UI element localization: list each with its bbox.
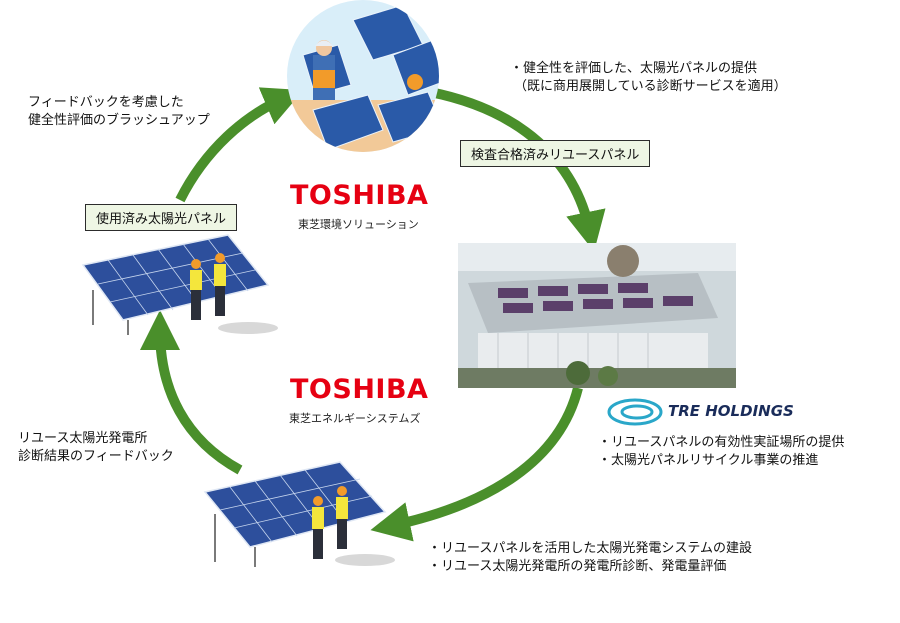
top-left-line2: 健全性評価のブラッシュアップ bbox=[28, 113, 210, 128]
top-right-text: ・健全性を評価した、太陽光パネルの提供 （既に商用展開している診断サービスを適用… bbox=[510, 60, 787, 96]
tre-line1: ・リユースパネルの有効性実証場所の提供 bbox=[598, 435, 845, 450]
toshiba-logo-energy: TOSHIBA bbox=[290, 374, 429, 405]
arrow-bottom-left bbox=[140, 310, 243, 475]
arrow-top-left bbox=[175, 87, 304, 203]
bottom-line1: ・リユースパネルを活用した太陽光発電システムの建設 bbox=[428, 541, 752, 556]
top-right-line2: （既に商用展開している診断サービスを適用） bbox=[514, 79, 787, 94]
left-mid-line2: 診断結果のフィードバック bbox=[18, 449, 174, 464]
used-panel-label: 使用済み太陽光パネル bbox=[85, 204, 238, 231]
reuse-plant-illustration bbox=[203, 461, 395, 567]
tre-swirl-icon bbox=[607, 398, 663, 426]
tre-text: ・リユースパネルの有効性実証場所の提供 ・太陽光パネルリサイクル事業の推進 bbox=[598, 434, 844, 470]
left-mid-text: リユース太陽光発電所 診断結果のフィードバック bbox=[18, 430, 174, 466]
top-left-line1: フィードバックを考慮した bbox=[28, 95, 184, 110]
top-right-line1: ・健全性を評価した、太陽光パネルの提供 bbox=[510, 61, 758, 76]
top-left-text: フィードバックを考慮した 健全性評価のブラッシュアップ bbox=[28, 94, 210, 130]
worker-panels-illustration bbox=[287, 0, 439, 152]
tre-line2: ・太陽光パネルリサイクル事業の推進 bbox=[598, 453, 819, 468]
left-mid-line1: リユース太陽光発電所 bbox=[18, 431, 148, 446]
arrow-bottom-right bbox=[370, 386, 583, 542]
toshiba-energy-subtitle: 東芝エネルギーシステムズ bbox=[289, 412, 421, 425]
bottom-text: ・リユースパネルを活用した太陽光発電システムの建設 ・リユース太陽光発電所の発電… bbox=[428, 540, 752, 576]
tre-holdings-logo: TRE HOLDINGS bbox=[668, 402, 794, 420]
reuse-panel-label: 検査合格済みリユースパネル bbox=[460, 140, 651, 167]
used-panels-illustration bbox=[81, 234, 278, 335]
toshiba-logo-environment: TOSHIBA bbox=[290, 180, 429, 211]
toshiba-env-subtitle: 東芝環境ソリューション bbox=[298, 218, 419, 231]
bottom-line2: ・リユース太陽光発電所の発電所診断、発電量評価 bbox=[428, 559, 727, 574]
tre-facility-photo bbox=[458, 243, 736, 388]
